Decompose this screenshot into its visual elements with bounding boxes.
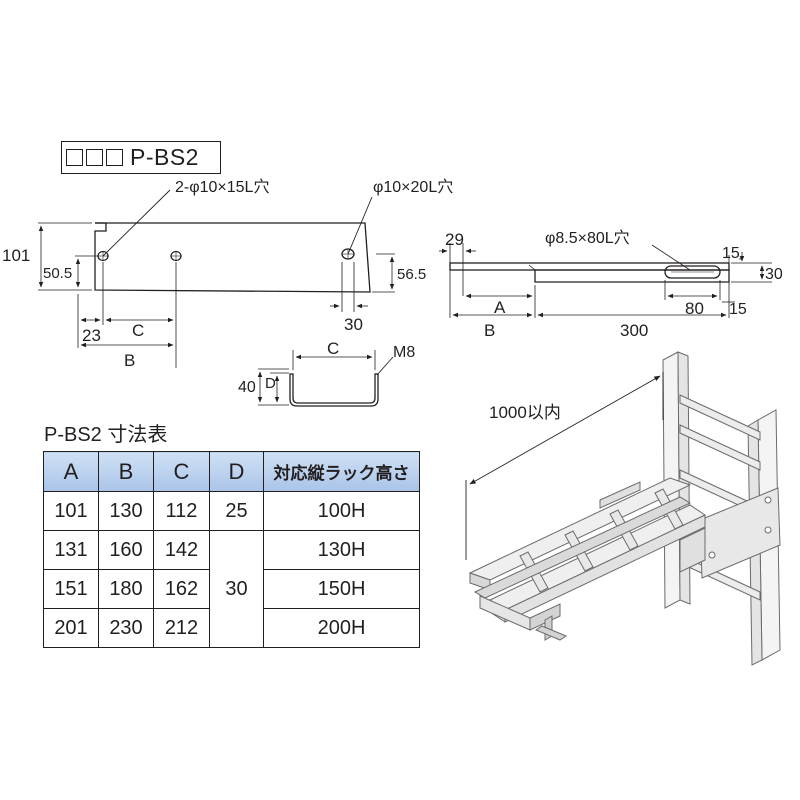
- header-c: C: [153, 451, 210, 492]
- isometric-dimension: [465, 372, 664, 560]
- cell-c: 212: [153, 608, 210, 648]
- cell-b: 180: [98, 569, 154, 609]
- dim-30-top: 30: [765, 266, 783, 283]
- side-view: [38, 189, 395, 368]
- channel-view: [257, 350, 394, 407]
- dim-b-side: B: [124, 351, 135, 370]
- table-row: 131 160 142 30 130H: [43, 530, 420, 648]
- blank-box-3: [106, 149, 123, 166]
- cell-rack-height: 150H: [263, 569, 420, 609]
- slot: [664, 265, 721, 279]
- dim-101: 101: [2, 246, 30, 265]
- channel-shape: [289, 373, 379, 407]
- cell-d-merged: 30: [209, 530, 264, 648]
- slot-label: φ8.5×80L穴: [545, 229, 630, 247]
- model-name: P-BS2: [130, 144, 199, 170]
- dim-15-bottom: 15: [729, 301, 747, 318]
- table-header-row: A B C D 対応縦ラック高さ: [43, 451, 420, 492]
- channel-view-labels: C M8 40 D: [238, 339, 415, 396]
- dim-300: 300: [620, 321, 648, 340]
- dim-c-side: C: [132, 321, 144, 340]
- dim-56-5: 56.5: [397, 266, 426, 283]
- model-title-box: P-BS2: [61, 141, 221, 174]
- hole-label-left: 2-φ10×15L穴: [175, 178, 269, 196]
- cell-a: 131: [43, 530, 99, 570]
- cell-b: 160: [98, 530, 154, 570]
- dim-d: D: [265, 375, 276, 392]
- support-bracket: [473, 496, 692, 599]
- cell-a: 201: [43, 608, 99, 648]
- cell-b: 230: [98, 608, 154, 648]
- bracket-outline: [94, 222, 371, 293]
- dim-m8: M8: [393, 344, 415, 361]
- dim-23: 23: [82, 326, 101, 345]
- header-rack-height: 対応縦ラック高さ: [263, 451, 420, 492]
- table-row: 151 180 162 150H: [43, 569, 420, 609]
- cell-rack-height: 130H: [263, 530, 420, 570]
- dim-29: 29: [445, 230, 464, 249]
- cell-a: 101: [43, 491, 99, 531]
- blank-box-2: [86, 149, 103, 166]
- table-row: 201 230 212 200H: [43, 608, 420, 648]
- label-1000: 1000以内: [489, 403, 561, 422]
- cell-rack-height: 100H: [263, 491, 420, 531]
- cell-d: 25: [209, 491, 264, 531]
- cell-b: 130: [98, 491, 154, 531]
- dim-15-top: 15: [722, 245, 740, 262]
- header-b: B: [98, 451, 154, 492]
- hole-label-right: φ10×20L穴: [373, 178, 453, 196]
- top-view: [439, 243, 772, 318]
- dim-a-top: A: [494, 298, 506, 317]
- blank-box-1: [66, 149, 83, 166]
- dim-40: 40: [238, 379, 256, 396]
- dim-30-side: 30: [344, 315, 363, 334]
- dimension-table: A B C D 対応縦ラック高さ 101 130 112 25 100H 131…: [43, 451, 420, 648]
- top-view-labels: 29 φ8.5×80L穴 15 30 A 80 15 B 300: [445, 229, 783, 340]
- cell-c: 112: [153, 491, 210, 531]
- dim-80: 80: [685, 299, 704, 318]
- dim-50-5: 50.5: [43, 265, 72, 282]
- dim-b-top: B: [484, 321, 495, 340]
- header-d: D: [209, 451, 264, 492]
- table-title: P-BS2 寸法表: [44, 424, 168, 446]
- cell-c: 162: [153, 569, 210, 609]
- side-view-labels: 2-φ10×15L穴 φ10×20L穴 101 50.5 56.5 23 C B…: [2, 178, 453, 370]
- cell-rack-height: 200H: [263, 608, 420, 648]
- header-a: A: [43, 451, 99, 492]
- isometric-rack: [468, 351, 781, 666]
- cell-c: 142: [153, 530, 210, 570]
- dim-c-channel: C: [327, 339, 339, 358]
- cell-a: 151: [43, 569, 99, 609]
- table-row: 101 130 112 25 100H: [43, 491, 420, 531]
